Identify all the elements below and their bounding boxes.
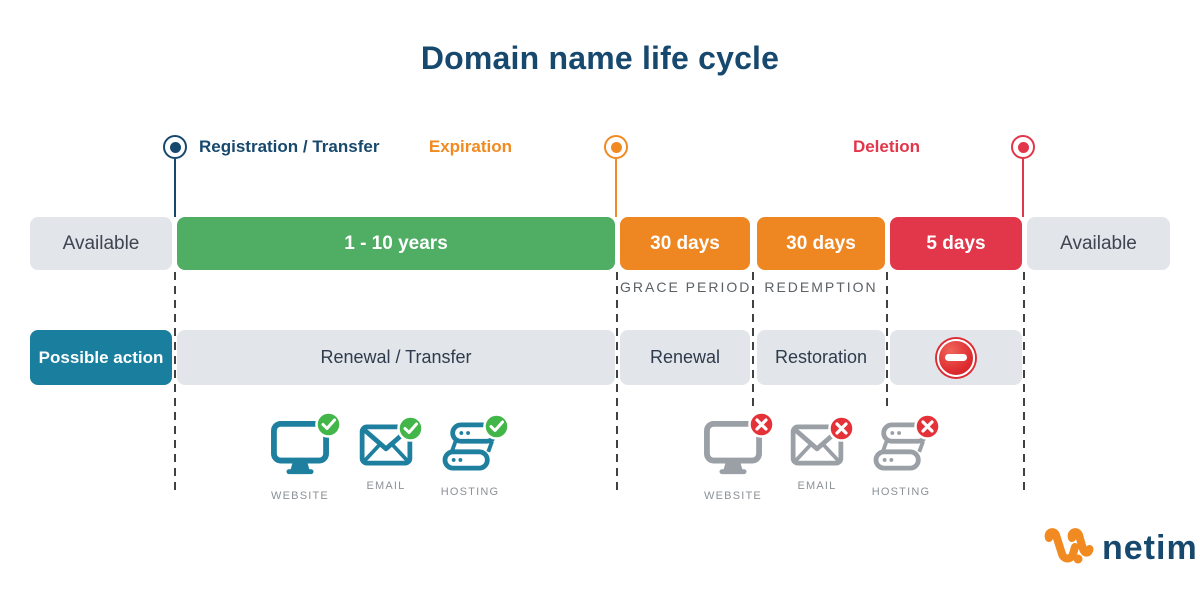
service-hosting-active: HOSTING	[432, 413, 510, 498]
registration-label: Registration / Transfer	[199, 137, 380, 156]
expiration-connector-line	[615, 159, 617, 217]
cross-icon	[914, 413, 941, 445]
expiration-label: Expiration	[428, 137, 512, 156]
deletion-marker-icon	[1011, 135, 1035, 159]
action-renewal-transfer: Renewal / Transfer	[177, 330, 615, 385]
possible-action-header: Possible action	[30, 330, 172, 385]
action-renewal: Renewal	[620, 330, 750, 385]
deletion-connector-line	[1022, 159, 1024, 217]
page-title: Domain name life cycle	[420, 40, 780, 76]
no-entry-icon	[937, 338, 975, 377]
segment-grace-period: 30 days	[620, 217, 750, 270]
service-email-inactive: EMAIL	[779, 415, 855, 492]
grace-period-label: GRACE PERIOD	[620, 279, 752, 295]
cross-icon	[748, 411, 775, 443]
action-restoration: Restoration	[757, 330, 885, 385]
deletion-label: Deletion	[852, 137, 920, 156]
netim-logo: netim	[1042, 528, 1198, 568]
hosting-icon	[873, 422, 929, 471]
check-icon	[315, 411, 342, 443]
service-hosting-inactive: HOSTING	[863, 413, 941, 498]
segment-available-right: Available	[1027, 217, 1170, 270]
dashed-line-redemption-delete	[886, 272, 888, 408]
dashed-line-registration	[174, 272, 176, 492]
check-icon	[397, 415, 424, 447]
segment-available-left: Available	[30, 217, 172, 270]
hosting-icon	[442, 422, 498, 471]
service-website-active: WEBSITE	[262, 411, 342, 502]
netim-logo-icon	[1044, 528, 1094, 564]
action-blocked	[890, 330, 1022, 385]
registration-marker-icon	[163, 135, 187, 159]
dashed-line-expiration	[616, 272, 618, 492]
netim-logo-text: netim	[1102, 528, 1198, 567]
cross-icon	[828, 415, 855, 447]
dashed-line-grace-redemption	[752, 272, 754, 408]
website-icon	[271, 420, 329, 475]
dashed-line-deletion	[1023, 272, 1025, 492]
registration-connector-line	[174, 159, 176, 217]
expiration-marker-icon	[604, 135, 628, 159]
segment-registered: 1 - 10 years	[177, 217, 615, 270]
segment-redemption: 30 days	[757, 217, 885, 270]
check-icon	[483, 413, 510, 445]
website-icon	[704, 420, 762, 475]
redemption-label: REDEMPTION	[764, 279, 878, 295]
service-email-active: EMAIL	[348, 415, 424, 492]
segment-pending-delete: 5 days	[890, 217, 1022, 270]
service-website-inactive: WEBSITE	[695, 411, 775, 502]
